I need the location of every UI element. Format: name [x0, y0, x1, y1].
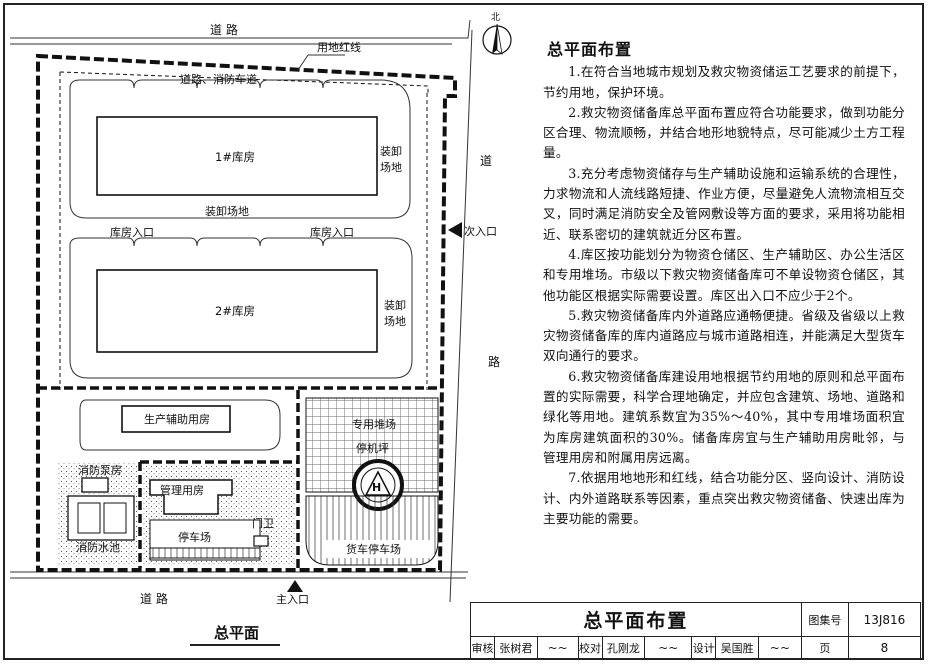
yard-1-label: 专用堆场: [352, 417, 396, 431]
entry-right-label: 库房入口: [310, 226, 354, 239]
svg-text:H: H: [372, 481, 381, 494]
warehouse-1-label: 1#库房: [215, 150, 255, 164]
warehouse-2: [96, 269, 378, 353]
loading-2a-label: 装卸: [384, 298, 406, 312]
atlas-number: 13J816: [847, 602, 922, 637]
note-item: 6.救灾物资储备库建设用地根据节约用地的原则和总平面布置的实际需要，科学合理地确…: [543, 368, 905, 465]
loading-2b-label: 场地: [384, 314, 406, 328]
note-item: 5.救灾物资储备库内外道路应通畅便捷。省级及省级以上救灾物资储备库的库内道路应与…: [543, 307, 905, 364]
aux-building-label: 生产辅助用房: [144, 412, 210, 426]
fire-road-label: 道路、消防车道: [180, 72, 257, 86]
design-label: 设计: [691, 636, 717, 659]
north-label: 北: [491, 12, 500, 23]
pump-room-label: 消防泵房: [78, 463, 122, 477]
truck-parking-label: 货车停车场: [346, 542, 401, 556]
aux-green: [79, 399, 281, 451]
warehouse-2-label: 2#库房: [215, 304, 255, 318]
secondary-entrance-arrow: [448, 222, 462, 238]
road-bottom-label: 道 路: [140, 591, 168, 606]
red-line-label: 用地红线: [317, 40, 361, 54]
warehouse-1: [96, 116, 378, 196]
check-label: 校对: [577, 636, 603, 659]
drawing-sheet: [3, 3, 924, 660]
title-block-title: 总平面布置: [470, 602, 802, 637]
note-item: 7.依据用地地形和红线，结合功能分区、竖向设计、消防设计、内外道路联系等因素，重…: [543, 470, 905, 526]
road-right-1-label: 道: [480, 154, 492, 168]
design-notes: 总平面布置 1.在符合当地城市规划及救灾物资储运工艺要求的前提下，节约用地，保护…: [543, 40, 905, 529]
loading-1b-label: 场地: [380, 160, 402, 174]
page-number: 8: [847, 636, 922, 659]
review-name: 张树君: [494, 636, 538, 659]
atlas-label: 图集号: [800, 602, 849, 637]
check-name: 孔刚龙: [601, 636, 646, 659]
aux-building: [121, 405, 231, 433]
main-entrance-arrow: [287, 580, 303, 592]
road-right-2-label: 路: [488, 354, 500, 369]
caption-underline: [190, 644, 280, 646]
design-name: 吴国胜: [715, 636, 760, 659]
zone-dividers: [38, 386, 440, 568]
road-top-label: 道 路: [210, 22, 238, 37]
review-label: 审核: [470, 636, 495, 659]
secondary-entrance-label: 次入口: [464, 224, 497, 238]
page-label: 页: [800, 636, 849, 659]
note-item: 2.救灾物资储备库总平面布置应符合功能要求，做到功能分区合理、物流顺畅，并结合地…: [543, 104, 905, 161]
entry-left-label: 库房入口: [110, 226, 154, 239]
loading-1a-label: 装卸: [380, 144, 402, 158]
note-item: 3.充分考虑物资储存与生产辅助设施和运输系统的合理性，力求物流和人流线路短捷、作…: [543, 165, 905, 242]
north-arrow-icon: [482, 23, 512, 55]
yard-2-label: 停机坪: [356, 441, 389, 455]
loading-mid-label: 装卸场地: [205, 204, 249, 218]
design-signature: ~~: [758, 636, 802, 659]
title-block: 总平面布置 图集号 13J816 审核 张树君 ~~ 校对 孔刚龙 ~~ 设计 …: [470, 602, 922, 659]
plan-caption: 总平面: [214, 624, 260, 642]
parking-label: 停车场: [178, 530, 211, 544]
guard-building: [253, 535, 269, 547]
notes-heading: 总平面布置: [547, 40, 633, 59]
note-item: 4.库区按功能划分为物资仓储区、生产辅助区、办公生活区和专用堆场。市级以下救灾物…: [543, 246, 905, 303]
guard-label: 门卫: [252, 516, 274, 530]
green-belts: [69, 79, 413, 379]
review-signature: ~~: [536, 636, 579, 659]
main-entrance-label: 主入口: [276, 593, 309, 606]
note-item: 1.在符合当地城市规划及救灾物资储运工艺要求的前提下，节约用地，保护环境。: [543, 64, 905, 100]
fire-pool-label: 消防水池: [76, 540, 120, 554]
check-signature: ~~: [644, 636, 693, 659]
mgmt-building-label: 管理用房: [160, 483, 204, 497]
mgmt-building: [149, 479, 233, 515]
site-boundary: [36, 53, 457, 572]
